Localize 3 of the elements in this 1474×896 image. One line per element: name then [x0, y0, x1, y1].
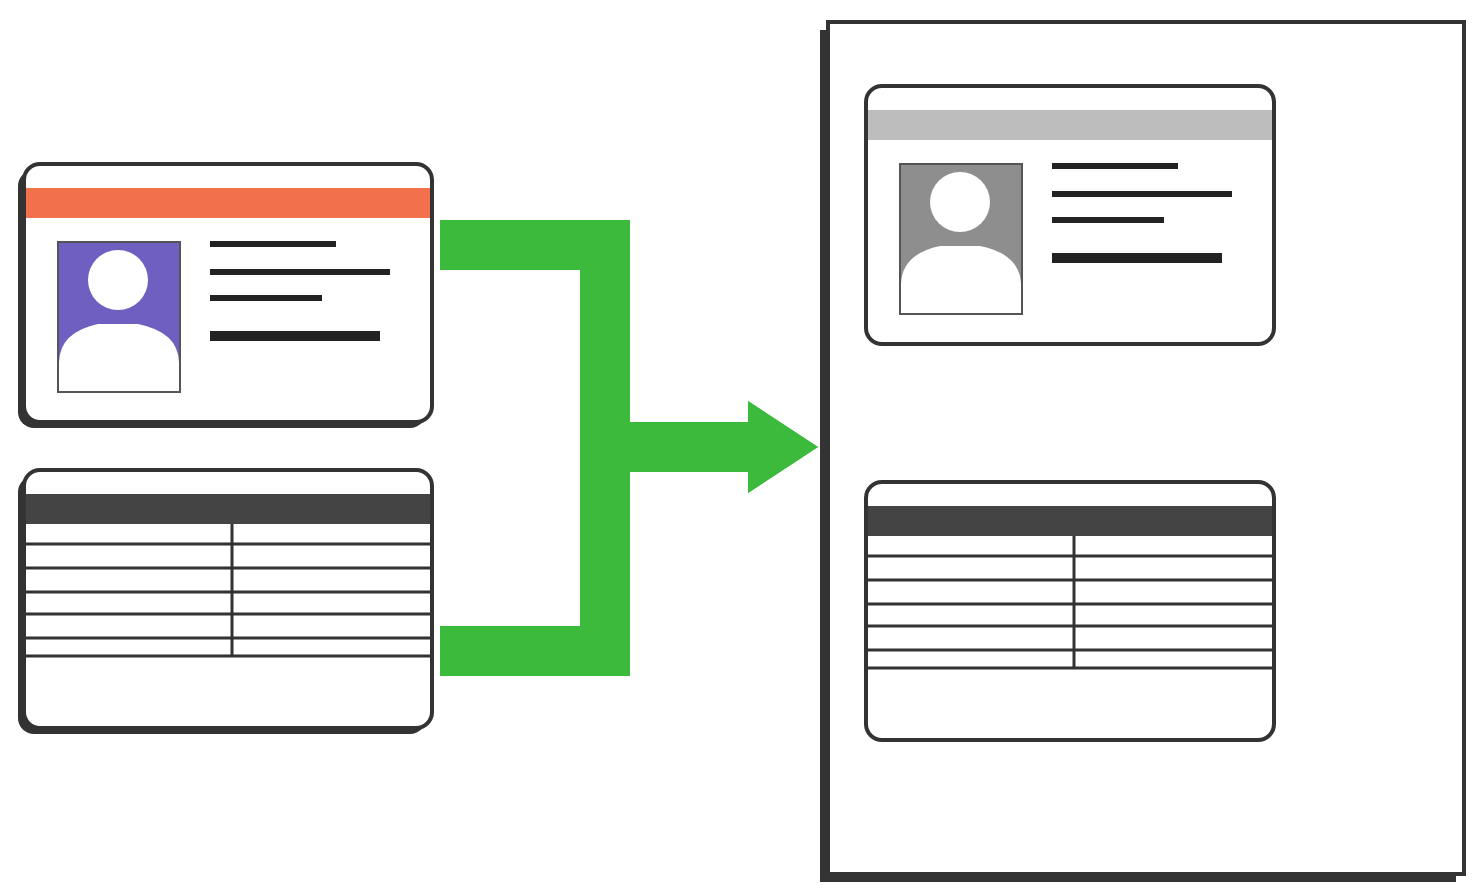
- id-card-front: [16, 160, 440, 434]
- paper-sheet: [818, 20, 1466, 884]
- id-card-back: [16, 466, 440, 740]
